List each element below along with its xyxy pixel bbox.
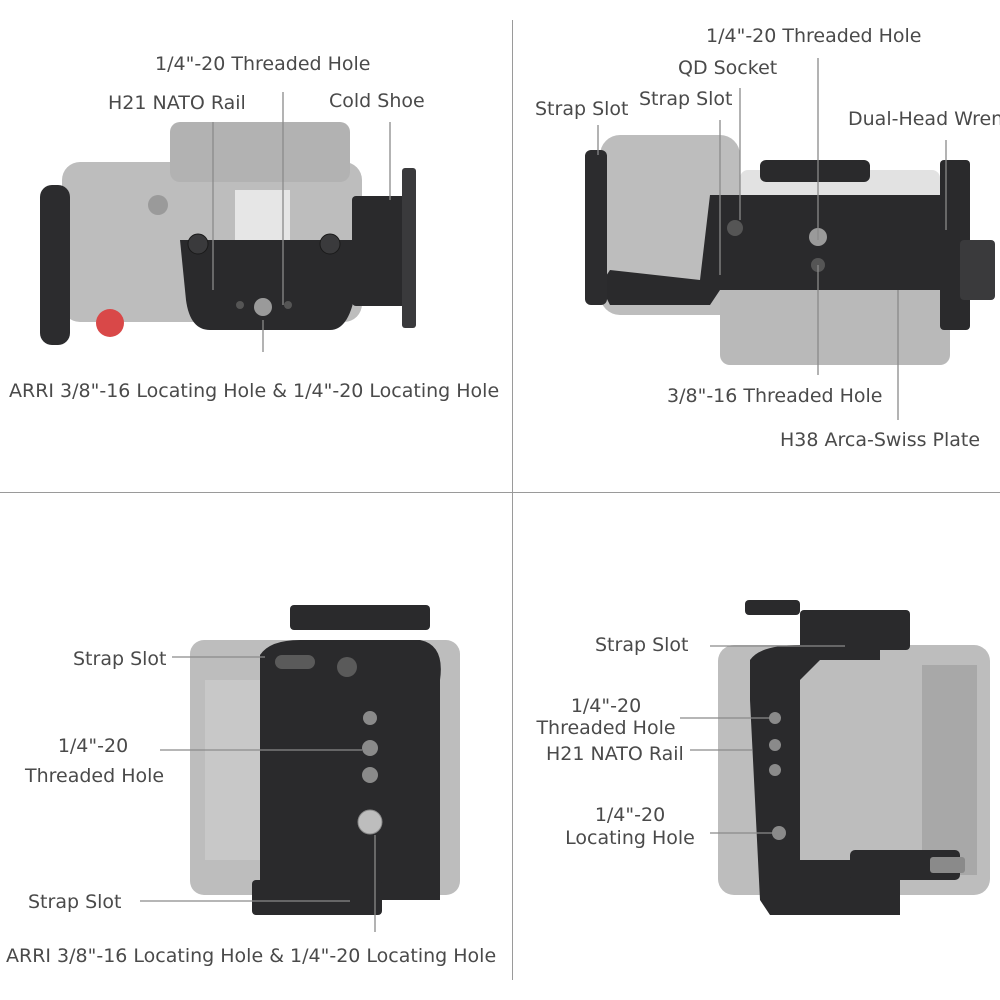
horizontal-divider bbox=[0, 492, 1000, 493]
label-nato-rail: H21 NATO Rail bbox=[546, 743, 684, 765]
label-threaded-hole-line1: 1/4"-20 bbox=[57, 735, 129, 757]
label-threaded-hole: 1/4"-20 Threaded Hole bbox=[155, 53, 371, 75]
label-nato-rail: H21 NATO Rail bbox=[108, 92, 246, 114]
bottom-view-cage bbox=[585, 150, 995, 330]
label-strap-slot: Strap Slot bbox=[595, 634, 689, 656]
label-locating-hole-line1: 1/4"-20 bbox=[594, 804, 666, 826]
label-locating-hole-line2: Locating Hole bbox=[565, 827, 695, 849]
label-threaded-hole-line2: Threaded Hole bbox=[536, 717, 676, 739]
leader-lines bbox=[140, 58, 947, 932]
label-threaded-hole-38: 3/8"-16 Threaded Hole bbox=[667, 385, 883, 407]
label-qd-socket: QD Socket bbox=[678, 57, 778, 79]
top-view-cage bbox=[180, 168, 416, 330]
label-wrench: Dual-Head Wrench bbox=[848, 108, 1000, 130]
right-side-cage bbox=[745, 600, 965, 915]
label-arca-plate: H38 Arca-Swiss Plate bbox=[780, 429, 981, 451]
label-threaded-hole: 1/4"-20 Threaded Hole bbox=[706, 25, 922, 47]
label-locating-hole: ARRI 3/8"-16 Locating Hole & 1/4"-20 Loc… bbox=[9, 380, 500, 402]
left-side-grip bbox=[252, 605, 441, 915]
label-strap-slot-top: Strap Slot bbox=[73, 648, 167, 670]
label-locating-hole: ARRI 3/8"-16 Locating Hole & 1/4"-20 Loc… bbox=[6, 945, 497, 967]
vertical-divider bbox=[512, 20, 513, 980]
label-threaded-hole-line2: Threaded Hole bbox=[25, 765, 165, 787]
label-strap-slot-bottom: Strap Slot bbox=[28, 891, 122, 913]
label-strap-slot-right: Strap Slot bbox=[639, 88, 733, 110]
label-threaded-hole-line1: 1/4"-20 bbox=[570, 695, 642, 717]
label-strap-slot-left: Strap Slot bbox=[535, 98, 629, 120]
label-cold-shoe: Cold Shoe bbox=[329, 90, 425, 112]
